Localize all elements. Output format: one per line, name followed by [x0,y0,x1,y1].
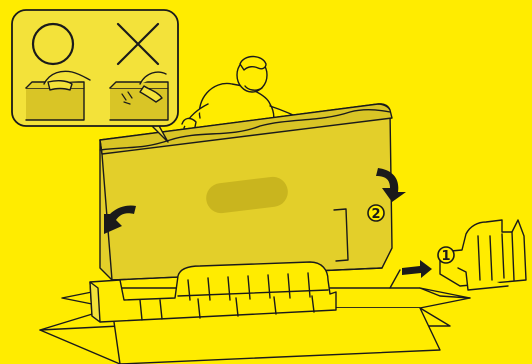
step-two-label: 2 [371,207,380,222]
step-one-label: 1 [441,249,450,264]
step-one-marker: 1 [438,247,454,264]
push-arrow-icon [402,260,432,278]
callout-inset [12,10,178,142]
tv-panel [100,104,392,280]
step-two-marker: 2 [368,205,384,222]
